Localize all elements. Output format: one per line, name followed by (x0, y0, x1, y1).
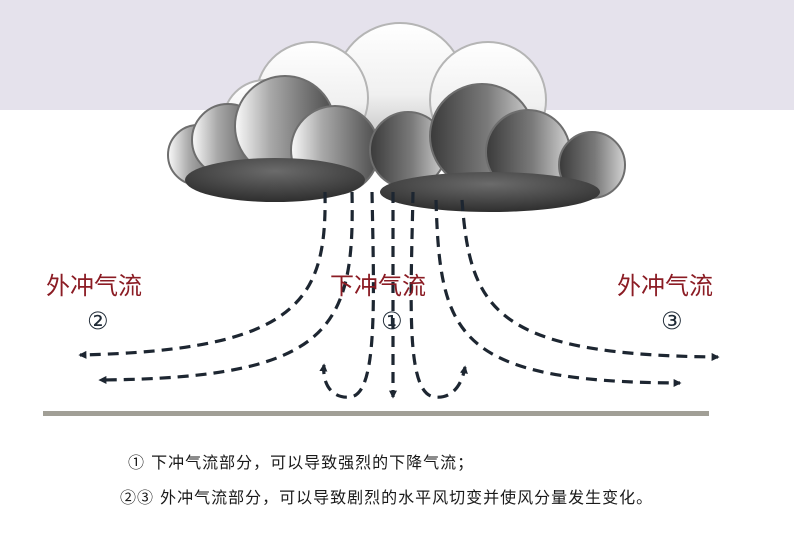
label-outflow-right: 外冲气流 (617, 266, 713, 301)
ground-line (43, 411, 709, 416)
label-downdraft: 下冲气流 (330, 266, 426, 301)
marker-2: ② (87, 307, 109, 335)
label-outflow-left: 外冲气流 (46, 266, 142, 301)
caption-outflow: ②③ 外冲气流部分，可以导致剧烈的水平风切变并使风分量发生变化。 (120, 484, 653, 508)
marker-1: ① (381, 307, 403, 335)
marker-3: ③ (661, 307, 683, 335)
caption-downdraft: ① 下冲气流部分，可以导致强烈的下降气流； (128, 449, 474, 473)
